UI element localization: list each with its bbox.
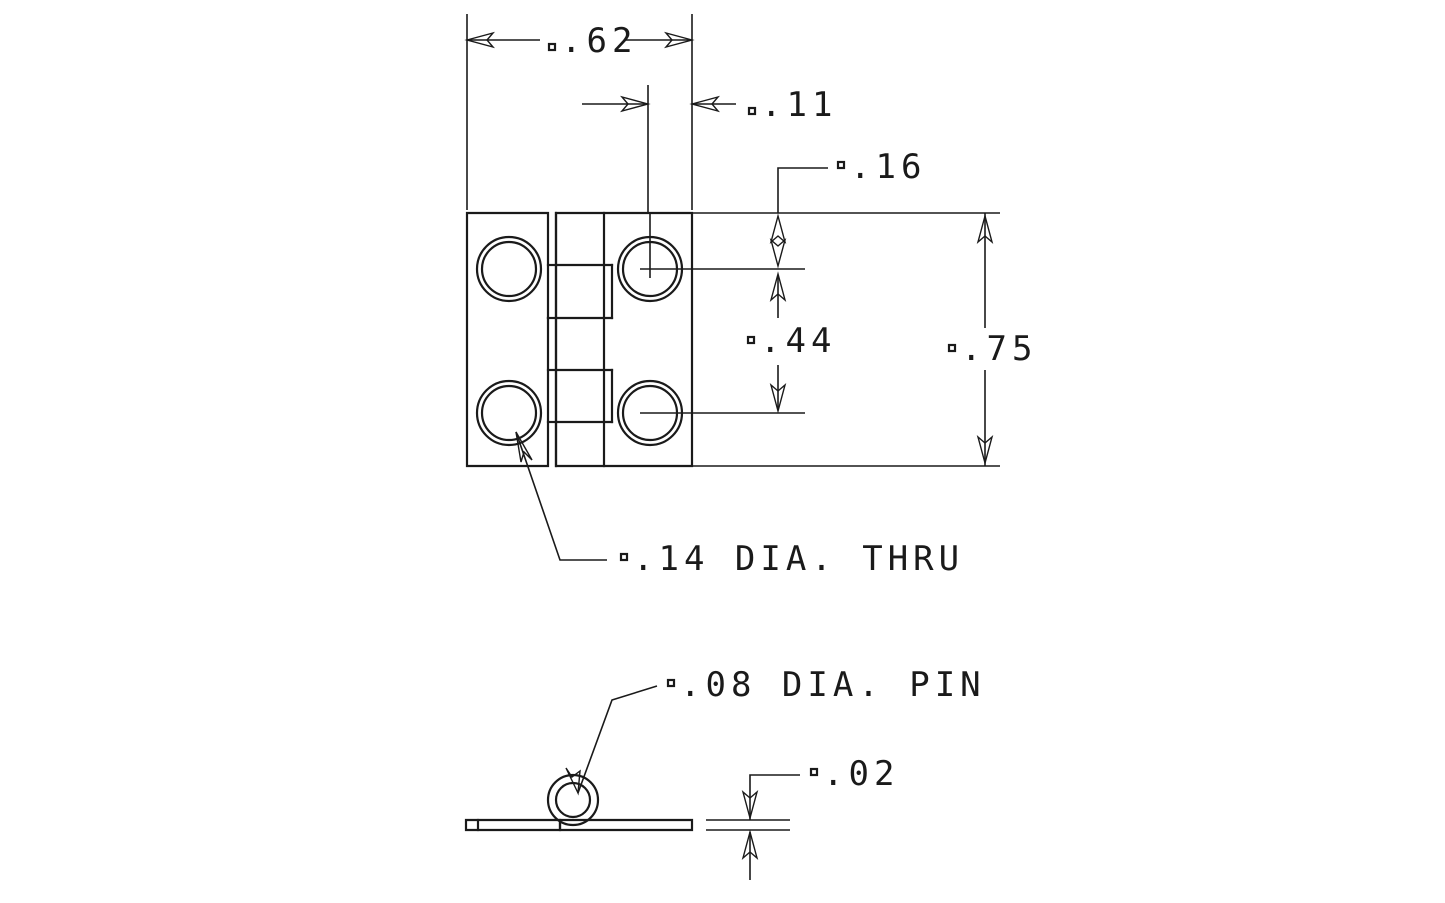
- hole-lower-left: [475, 379, 543, 447]
- hinge-knuckles: [546, 211, 614, 468]
- dimension-width-label: .62: [561, 21, 637, 61]
- dimension-leaf-gap: .11: [582, 85, 837, 213]
- dimension-thickness-label: .02: [823, 754, 899, 794]
- callout-hole-dia-label: .14 DIA. THRU: [633, 539, 964, 579]
- dimension-edge-to-hole-label: .16: [850, 147, 926, 187]
- dimension-hole-spacing-label: .44: [760, 321, 836, 361]
- callout-pin-dia-label: .08 DIA. PIN: [680, 665, 986, 705]
- dimension-height: .75: [692, 213, 1037, 467]
- dimension-leaf-gap-label: .11: [761, 85, 837, 125]
- dimension-width: .62: [466, 14, 693, 210]
- callout-hole-dia: .14 DIA. THRU: [515, 431, 964, 579]
- dimension-height-label: .75: [961, 329, 1037, 369]
- dimension-edge-to-hole: .16: [640, 147, 1000, 270]
- front-view: [465, 211, 694, 468]
- dimension-hole-spacing: .44: [640, 273, 836, 414]
- side-view: [464, 773, 694, 832]
- dimension-thickness: .02: [706, 754, 899, 880]
- left-leaf-outline: [465, 211, 550, 468]
- hole-upper-left: [475, 235, 543, 303]
- callout-pin-dia: .08 DIA. PIN: [565, 665, 986, 796]
